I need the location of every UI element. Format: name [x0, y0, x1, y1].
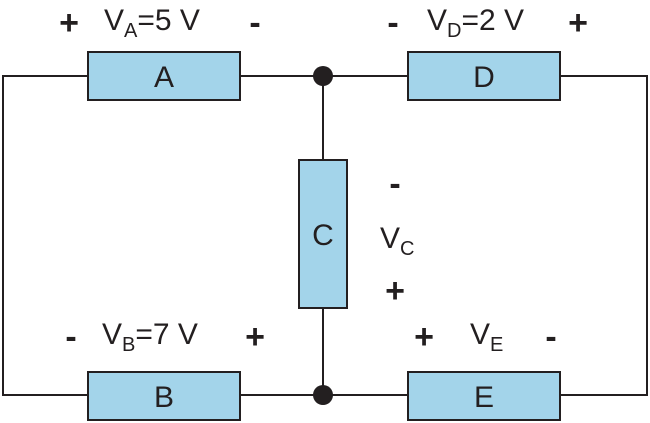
component-c-plus-sign: + — [385, 272, 405, 310]
voltage-b-symbol: V — [102, 318, 122, 351]
voltage-label-c: VC — [380, 222, 414, 260]
voltage-a-value: =5 V — [137, 4, 200, 37]
voltage-d-symbol: V — [427, 4, 447, 37]
voltage-e-subscript: E — [490, 334, 503, 356]
component-a-minus-sign: - — [249, 4, 260, 42]
voltage-e-symbol: V — [470, 318, 490, 351]
component-a: A — [87, 51, 241, 101]
voltage-c-subscript: C — [400, 238, 414, 260]
voltage-annotation-c: - VC + — [380, 165, 414, 310]
voltage-a-subscript: A — [124, 20, 138, 42]
component-d: D — [407, 51, 561, 101]
component-a-box — [87, 51, 241, 101]
voltage-b-subscript: B — [122, 334, 135, 356]
component-c: C — [298, 159, 348, 309]
voltage-label-d: VD=2 V — [427, 4, 524, 42]
component-b-label: B — [154, 381, 174, 414]
component-b-minus-sign: - — [65, 318, 76, 356]
component-c-box — [298, 159, 348, 309]
voltage-label-e: VE — [470, 318, 503, 356]
junction-node-bottom — [313, 385, 333, 405]
wire-right-loop — [560, 75, 648, 396]
wire-left-loop — [2, 75, 88, 396]
component-d-minus-sign: - — [387, 4, 398, 42]
voltage-c-symbol: V — [380, 222, 400, 255]
component-b: B — [87, 371, 241, 421]
component-e-minus-sign: - — [545, 318, 556, 356]
junction-node-top — [313, 66, 333, 86]
component-d-box — [407, 51, 561, 101]
component-a-plus-sign: + — [59, 4, 79, 42]
component-e-label: E — [474, 381, 494, 414]
voltage-label-b: VB=7 V — [102, 318, 198, 356]
wires — [2, 75, 648, 396]
voltage-d-value: =2 V — [461, 4, 524, 37]
voltage-annotation-a: + VA=5 V - — [59, 4, 261, 42]
component-b-plus-sign: + — [245, 318, 265, 356]
component-e-box — [407, 371, 561, 421]
component-e: E — [407, 371, 561, 421]
voltage-annotation-d: - VD=2 V + — [387, 4, 588, 42]
voltage-label-a: VA=5 V — [104, 4, 200, 42]
voltage-d-subscript: D — [447, 20, 461, 42]
voltage-annotation-e: + VE - — [414, 318, 557, 356]
component-c-minus-sign: - — [389, 165, 400, 203]
component-e-plus-sign: + — [414, 318, 434, 356]
voltage-annotation-b: - VB=7 V + — [65, 318, 265, 356]
component-a-label: A — [154, 61, 174, 94]
component-d-label: D — [473, 61, 495, 94]
component-b-box — [87, 371, 241, 421]
voltage-a-symbol: V — [104, 4, 124, 37]
component-c-label: C — [312, 219, 334, 252]
component-d-plus-sign: + — [568, 4, 588, 42]
voltage-b-value: =7 V — [135, 318, 198, 351]
